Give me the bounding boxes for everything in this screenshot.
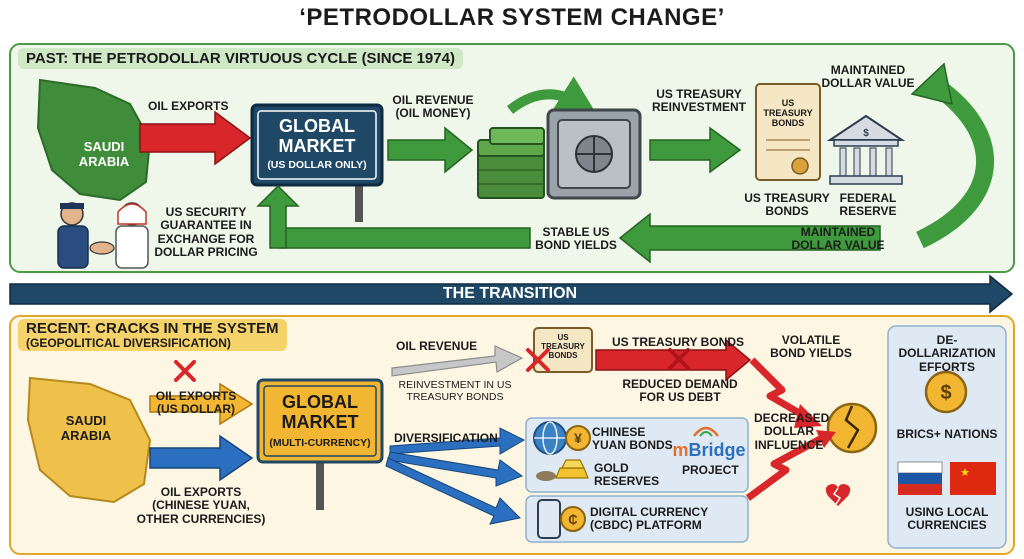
saudi-map-recent (26, 376, 152, 504)
oil-exports-label: OIL EXPORTS (148, 99, 229, 113)
svg-text:★: ★ (960, 466, 970, 479)
federal-reserve-icon: $ (826, 114, 906, 185)
transition-arrow (9, 274, 1014, 314)
scroll-text-past: US TREASURY BONDS (763, 98, 813, 129)
market-title-recent: GLOBAL MARKET (281, 392, 359, 433)
dollar-coin-icon: $ (924, 370, 968, 414)
gold-label: GOLD RESERVES (594, 461, 660, 489)
yuan-bonds-label: CHINESE YUAN BONDS (592, 425, 673, 453)
oil-exports-yuan-label: OIL EXPORTS (CHINESE YUAN, OTHER CURRENC… (136, 485, 266, 526)
return-arrow-tail (279, 227, 531, 249)
x-mark-scroll (526, 348, 550, 372)
mbridge-logo-m: m (672, 440, 689, 460)
maintained-top-label: MAINTAINED DOLLAR VALUE (821, 63, 915, 91)
up-arrow-to-market (256, 184, 300, 249)
brics-label: BRICS+ NATIONS (896, 427, 998, 441)
reinvestment-label: US TREASURY REINVESTMENT (651, 87, 746, 115)
handshake-icon (57, 202, 149, 269)
recent-banner-line2: (GEOPOLITICAL DIVERSIFICATION) (26, 335, 231, 350)
cracked-coin-icon (826, 402, 878, 454)
reinvestment-arrow (649, 126, 742, 174)
gold-bars-icon (536, 459, 589, 481)
volatile-label: VOLATILE BOND YIELDS (770, 333, 852, 361)
past-banner: PAST: THE PETRODOLLAR VIRTUOUS CYCLE (SI… (18, 48, 463, 69)
mbridge-logo-rest: Bridge (688, 440, 746, 460)
market-title-past: GLOBAL MARKET (278, 116, 356, 157)
broken-heart-icon (825, 484, 851, 506)
market-sub-past: (US DOLLAR ONLY) (267, 159, 367, 171)
svg-text:₵: ₵ (568, 512, 578, 527)
loop-arrow-right (916, 74, 994, 249)
transition-label: THE TRANSITION (442, 285, 578, 302)
decreased-label: DECREASED DOLLAR INFLUENCE (754, 411, 830, 452)
cbdc-phone-icon: ₵ (537, 499, 586, 539)
mbridge-project-label: PROJECT (682, 463, 739, 477)
cash-stack-icon (477, 127, 545, 199)
return-arrow (618, 212, 881, 264)
x-mark-usd (174, 360, 196, 382)
market-sign-post-recent (316, 462, 324, 510)
russia-flag-icon (897, 461, 943, 495)
local-currencies-label: USING LOCAL CURRENCIES (905, 505, 989, 533)
page-title: ‘PETRODOLLAR SYSTEM CHANGE’ (299, 4, 725, 31)
mbridge-logo: mBridge (672, 440, 746, 460)
diversification-arrow-top (389, 427, 526, 455)
market-sub-recent: (MULTI-CURRENCY) (269, 437, 371, 449)
security-label: US SECURITY GUARANTEE IN EXCHANGE FOR DO… (154, 205, 258, 260)
loop-arrow-head (910, 62, 953, 106)
recent-banner-line1: RECENT: CRACKS IN THE SYSTEM (26, 320, 279, 337)
oil-revenue-label: OIL REVENUE (OIL MONEY) (392, 93, 474, 121)
svg-text:$: $ (940, 382, 951, 404)
svg-text:$: $ (863, 128, 869, 139)
cbdc-label: DIGITAL CURRENCY (CBDC) PLATFORM (590, 505, 709, 533)
dedollar-label: DE-DOLLARIZATION EFFORTS (898, 333, 996, 374)
cbdc-box (525, 495, 749, 543)
diversification-label: DIVERSIFICATION (394, 431, 498, 445)
globe-icon (533, 421, 567, 455)
reduced-demand-label: REDUCED DEMAND FOR US DEBT (622, 377, 738, 405)
oil-exports-usd-label: OIL EXPORTS (US DOLLAR) (155, 389, 237, 417)
market-sign-recent (256, 378, 384, 464)
market-sign-post (355, 186, 363, 222)
svg-text:¥: ¥ (574, 430, 582, 446)
fed-label: FEDERAL RESERVE (839, 191, 897, 219)
stable-yields-label: STABLE US BOND YIELDS (535, 225, 617, 253)
oil-export-usd-arrow (149, 382, 254, 426)
rising-zigzag-arrow (745, 434, 824, 501)
saudi-map-past (36, 78, 152, 202)
saudi-label-past: SAUDI ARABIA (78, 139, 130, 169)
maintained-bottom-label: MAINTAINED DOLLAR VALUE (791, 225, 885, 253)
recent-banner: RECENT: CRACKS IN THE SYSTEM (GEOPOLITIC… (18, 319, 287, 352)
oil-revenue-arrow (387, 126, 474, 174)
treasury-scroll-icon (755, 83, 821, 181)
diversification-arrow-mid (387, 451, 524, 487)
saudi-label-recent: SAUDI ARABIA (60, 413, 112, 443)
volatile-zigzag-arrow (749, 357, 810, 422)
oil-revenue-grey-arrow (391, 345, 524, 377)
china-flag-icon: ★ (950, 462, 996, 495)
oil-export-yuan-arrow (149, 434, 254, 482)
diversification-arrow-bottom (385, 457, 522, 525)
oil-revenue-recent-label: OIL REVENUE (396, 339, 478, 353)
ust-bonds-label: US TREASURY BONDS (612, 335, 745, 349)
curve-to-vault-arrow (506, 76, 597, 115)
reduced-demand-arrow (595, 338, 752, 382)
market-sign-past (250, 103, 384, 187)
reinvestment-recent-label: REINVESTMENT IN US TREASURY BONDS (398, 379, 512, 403)
bonds-label-past: US TREASURY BONDS (744, 191, 830, 219)
oil-export-arrow (139, 110, 252, 166)
yuan-coin-icon: ¥ (565, 425, 591, 451)
vault-icon (546, 108, 642, 200)
x-mark-bonds (668, 348, 690, 370)
scroll-text-recent: US TREASURY BONDS (541, 333, 585, 360)
mbridge-logo-icon (693, 426, 719, 437)
treasury-scroll-small-icon (533, 327, 593, 373)
